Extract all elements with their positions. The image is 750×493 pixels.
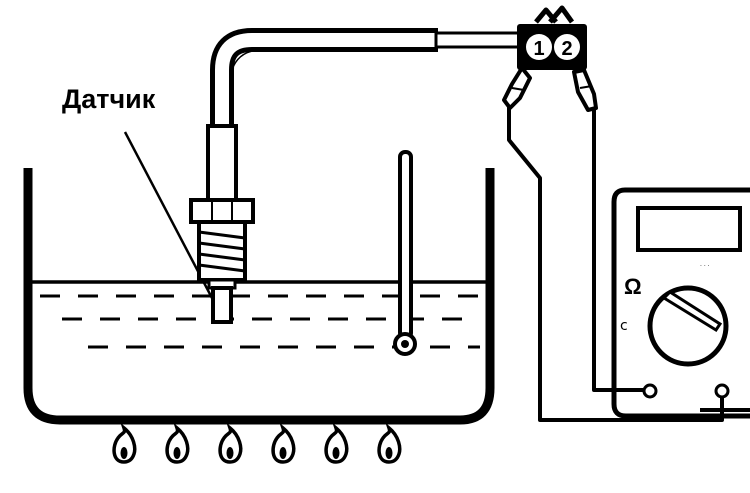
sensor-cable: ‑ ‑‑ ‑ ‑‑ — [210, 28, 522, 130]
connector-block: 1 2 — [517, 5, 587, 70]
svg-text:· · ·: · · · — [700, 263, 710, 270]
meter-input-jack-2 — [714, 383, 730, 399]
range-mark: c — [620, 318, 628, 334]
multimeter-display — [636, 206, 742, 252]
burner-flame-icon — [271, 422, 296, 464]
temperature-sensor — [189, 124, 255, 324]
burner-flame-icon — [112, 422, 137, 464]
dial-pointer — [661, 290, 723, 333]
burner-flame-icon — [324, 422, 349, 464]
connector-pin-2: 2 — [561, 38, 572, 60]
burner-flame-icon — [377, 422, 402, 464]
water-bath-container — [23, 168, 495, 425]
burner-flames — [112, 422, 402, 464]
thermometer — [393, 150, 417, 356]
multimeter: · · · Ω c — [611, 187, 750, 419]
cable-end-sleeve — [434, 31, 522, 49]
connector-latch — [534, 5, 575, 24]
burner-flame-icon — [165, 422, 190, 464]
range-selector-dial — [647, 285, 729, 367]
meter-input-jack-1 — [642, 383, 658, 399]
svg-text:‑ ‑‑ ‑ ‑‑: ‑ ‑‑ ‑ ‑‑ — [322, 44, 344, 52]
test-lead-2 — [592, 110, 646, 392]
ohm-symbol: Ω — [624, 274, 642, 299]
sensor-label: Датчик — [62, 84, 156, 114]
burner-flame-icon — [218, 422, 243, 464]
test-clip-left — [502, 66, 532, 110]
test-clip-right — [572, 68, 598, 112]
connector-pin-1: 1 — [533, 38, 544, 60]
